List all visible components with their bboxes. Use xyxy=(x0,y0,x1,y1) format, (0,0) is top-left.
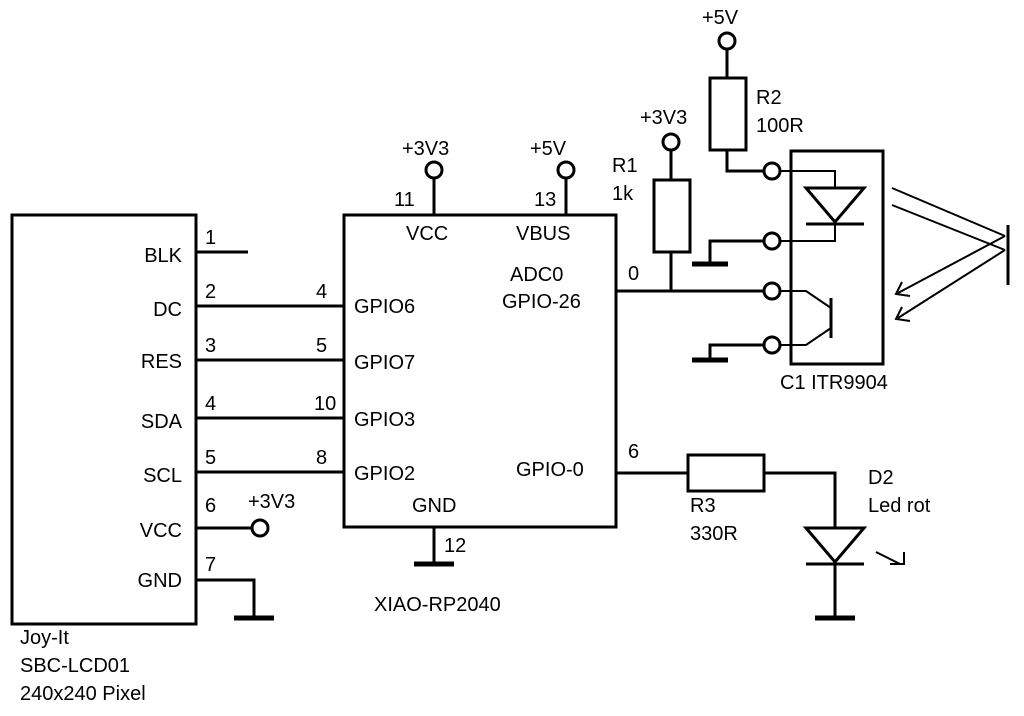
c1-anode-terminal xyxy=(762,161,782,181)
mcu-pin-10-number: 10 xyxy=(314,393,336,415)
r1-value: 1k xyxy=(612,183,634,205)
lcd-pin-3-number: 3 xyxy=(205,335,216,357)
r3-body xyxy=(686,453,766,493)
c1-emitter-terminal xyxy=(762,335,782,355)
lcd-pin-scl-label: SCL xyxy=(143,465,182,487)
mcu-adc0-label: ADC0 xyxy=(510,264,563,286)
c1-led-cathode-lead xyxy=(780,224,836,242)
d2-ref: D2 xyxy=(868,467,894,489)
lcd-pin-sda-label: SDA xyxy=(141,411,183,433)
c1-cathode-terminal xyxy=(762,231,782,251)
d2-led-symbol xyxy=(802,526,868,565)
mcu-pin-11-number: 11 xyxy=(394,189,415,211)
c1-body xyxy=(789,149,885,366)
mcu-pin-6-number: 6 xyxy=(628,441,639,463)
mcu-vcc-terminal xyxy=(424,160,444,180)
lcd-pin-4-number: 4 xyxy=(205,393,216,415)
lcd-title-line-2: SBC-LCD01 xyxy=(20,655,130,677)
mcu-body xyxy=(342,213,618,529)
lcd-pin-1-number: 1 xyxy=(205,227,216,249)
d2-led: D2 Led rot xyxy=(802,467,931,566)
r1-supply-terminal xyxy=(661,132,681,152)
mcu-pin-0-number: 0 xyxy=(628,263,639,285)
r2-bottom-wire xyxy=(725,150,764,173)
lcd-vcc-supply-label: +3V3 xyxy=(248,491,295,513)
mcu-gpio3-label: GPIO3 xyxy=(354,409,415,431)
lcd-pin-7-number: 7 xyxy=(205,554,216,576)
lcd-pin-5-number: 5 xyxy=(205,447,216,469)
lcd-pin-6-number: 6 xyxy=(205,495,216,517)
ir-reflection xyxy=(891,187,1010,322)
c1-cathode-gnd-wire xyxy=(708,239,764,262)
r2-supply-terminal xyxy=(717,31,737,51)
d2-emission-arrow xyxy=(875,551,905,565)
c1-led-anode-lead xyxy=(780,170,836,188)
lcd-pin-2-number: 2 xyxy=(205,281,216,303)
c1-led-symbol xyxy=(802,186,868,225)
mcu-pin-8-number: 8 xyxy=(316,447,327,469)
ir-arrowhead-1 xyxy=(894,281,911,297)
c1-collector-terminal xyxy=(762,281,782,301)
mcu-name: XIAO-RP2040 xyxy=(374,594,501,616)
r3-value: 330R xyxy=(690,523,738,545)
c1-transistor-collector xyxy=(780,290,832,309)
r1-ref: R1 xyxy=(612,155,638,177)
ir-beam-out-2 xyxy=(891,204,1006,251)
lcd-pin-vcc-label: VCC xyxy=(140,520,182,542)
mcu-pin-4-number: 4 xyxy=(316,281,327,303)
mcu-vcc-supply-label: +3V3 xyxy=(402,138,449,160)
mcu-vbus-supply-label: +5V xyxy=(530,138,567,160)
ir-beam-out-1 xyxy=(891,187,1006,237)
lcd-pin-res-label: RES xyxy=(141,351,182,373)
mcu-gpio7-label: GPIO7 xyxy=(354,352,415,374)
lcd-title-line-3: 240x240 Pixel xyxy=(20,683,146,705)
r2-supply-label: +5V xyxy=(702,7,739,29)
c1-sensor: C1 ITR9904 xyxy=(762,149,888,394)
c1-emitter-gnd-wire xyxy=(708,343,764,358)
lcd-module: Joy-It SBC-LCD01 240x240 Pixel BLK DC RE… xyxy=(10,213,216,705)
mcu-vcc-label: VCC xyxy=(406,223,448,245)
lcd-pin-dc-label: DC xyxy=(153,299,182,321)
r2-ref: R2 xyxy=(756,87,782,109)
r1-body xyxy=(652,178,692,254)
lcd-pin-gnd-label: GND xyxy=(138,570,182,592)
mcu-gpio6-label: GPIO6 xyxy=(354,296,415,318)
lcd-pin-blk-label: BLK xyxy=(144,245,182,267)
lcd-title-line-1: Joy-It xyxy=(20,627,69,649)
mcu-vbus-terminal xyxy=(556,160,576,180)
r2-body xyxy=(708,76,748,152)
ir-beam-return-1 xyxy=(897,235,1006,294)
ir-arrowhead-2 xyxy=(894,306,911,322)
c1-transistor-emitter xyxy=(780,327,832,346)
d2-value: Led rot xyxy=(868,495,931,517)
mcu-gpio0-label: GPIO-0 xyxy=(516,459,584,481)
mcu-gpio26-label: GPIO-26 xyxy=(502,291,581,313)
c1-label: C1 ITR9904 xyxy=(780,372,888,394)
mcu-vbus-label: VBUS xyxy=(516,223,570,245)
r2-value: 100R xyxy=(756,115,804,137)
lcd-gnd-wire xyxy=(196,578,256,616)
ir-beam-return-2 xyxy=(897,249,1006,319)
mcu-pin-5-number: 5 xyxy=(316,335,327,357)
mcu-module: XIAO-RP2040 VCC VBUS GND GPIO6 GPIO7 GPI… xyxy=(314,189,639,616)
mcu-gpio2-label: GPIO2 xyxy=(354,463,415,485)
mcu-pin-12-number: 12 xyxy=(444,535,466,557)
lcd-vcc-terminal xyxy=(250,518,270,538)
mcu-gnd-label: GND xyxy=(412,495,456,517)
mcu-pin-13-number: 13 xyxy=(534,189,556,211)
wire-r3-d2 xyxy=(764,471,837,528)
r1-supply-label: +3V3 xyxy=(640,107,687,129)
r3-ref: R3 xyxy=(690,495,716,517)
